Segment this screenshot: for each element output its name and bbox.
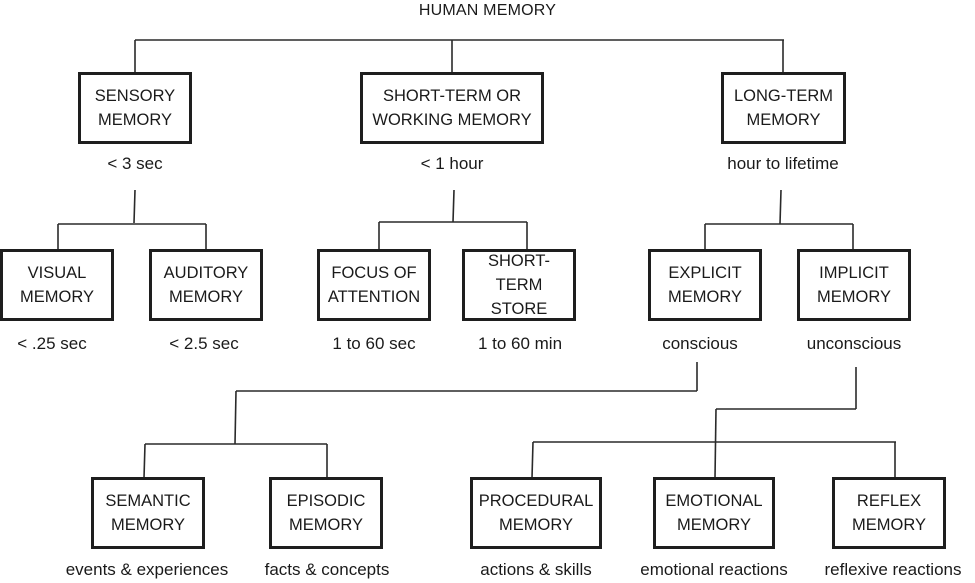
implicit-memory-box: IMPLICIT MEMORY	[797, 249, 911, 321]
box-label-line2: MEMORY	[98, 111, 172, 129]
connector	[531, 441, 534, 479]
box-label-line2: MEMORY	[20, 288, 94, 306]
box-label-line2: MEMORY	[289, 516, 363, 534]
procedural-memory-caption: actions & skills	[480, 560, 592, 579]
box-label-line2: MEMORY	[111, 516, 185, 534]
semantic-memory-caption: events & experiences	[65, 560, 229, 579]
box-label-line2: ATTENTION	[327, 288, 421, 306]
connector	[714, 408, 717, 479]
emotional-memory-box: EMOTIONAL MEMORY	[653, 477, 775, 549]
box-label-line1: EPISODIC	[286, 492, 366, 510]
box-label-line1: PROCEDURAL	[478, 492, 594, 510]
box-label-line1: SENSORY	[94, 87, 176, 105]
box-label-line2: WORKING MEMORY	[372, 111, 532, 129]
implicit-memory-caption: unconscious	[806, 334, 902, 353]
connector	[234, 390, 237, 445]
box-label-line2: MEMORY	[852, 516, 926, 534]
visual-memory-caption: < .25 sec	[17, 334, 87, 353]
box-label-line1: LONG-TERM	[734, 87, 833, 105]
explicit-memory-caption: conscious	[662, 334, 738, 353]
box-label-line2: MEMORY	[169, 288, 243, 306]
episodic-memory-box: EPISODIC MEMORY	[269, 477, 383, 549]
short-term-memory-box: SHORT-TERM OR WORKING MEMORY	[360, 72, 544, 144]
connector	[133, 189, 136, 224]
box-label-line2: MEMORY	[677, 516, 751, 534]
box-label-line1: EXPLICIT	[668, 264, 742, 282]
box-label-line1: AUDITORY	[163, 264, 249, 282]
diagram-title: HUMAN MEMORY	[418, 2, 557, 19]
box-label-line2: MEMORY	[746, 111, 821, 129]
episodic-memory-caption: facts & concepts	[264, 560, 390, 579]
focus-of-attention-box: FOCUS OF ATTENTION	[317, 249, 431, 321]
box-label-line2: MEMORY	[817, 288, 891, 306]
auditory-memory-box: AUDITORY MEMORY	[149, 249, 263, 321]
short-term-store-caption: 1 to 60 min	[477, 334, 563, 353]
connector	[452, 189, 455, 223]
box-label-line2: MEMORY	[499, 516, 573, 534]
visual-memory-box: VISUAL MEMORY	[0, 249, 114, 321]
focus-of-attention-caption: 1 to 60 sec	[332, 334, 416, 353]
auditory-memory-caption: < 2.5 sec	[169, 334, 239, 353]
box-label-line1: EMOTIONAL	[665, 492, 763, 510]
box-label-line2: STORE	[490, 300, 548, 318]
explicit-memory-box: EXPLICIT MEMORY	[648, 249, 762, 321]
sensory-memory-box: SENSORY MEMORY	[78, 72, 192, 144]
connector	[143, 443, 146, 479]
box-label-line1: IMPLICIT	[819, 264, 889, 282]
box-label-line1: SEMANTIC	[105, 492, 191, 510]
sensory-memory-caption: < 3 sec	[107, 154, 163, 173]
short-term-store-box: SHORT-TERM STORE	[462, 249, 576, 321]
long-term-memory-box: LONG-TERM MEMORY	[721, 72, 846, 144]
long-term-memory-caption: hour to lifetime	[727, 154, 839, 173]
box-label-line1: VISUAL	[27, 264, 87, 282]
box-label-line1: SHORT-TERM	[487, 252, 551, 294]
semantic-memory-box: SEMANTIC MEMORY	[91, 477, 205, 549]
connector	[779, 189, 782, 225]
box-label-line1: SHORT-TERM OR	[382, 87, 522, 105]
emotional-memory-caption: emotional reactions	[640, 560, 788, 579]
box-label-line1: FOCUS OF	[331, 264, 417, 282]
reflex-memory-box: REFLEX MEMORY	[832, 477, 946, 549]
box-label-line2: MEMORY	[668, 288, 742, 306]
reflex-memory-caption: reflexive reactions	[824, 560, 962, 579]
box-label-line1: REFLEX	[856, 492, 922, 510]
procedural-memory-box: PROCEDURAL MEMORY	[470, 477, 602, 549]
short-term-memory-caption: < 1 hour	[420, 154, 484, 173]
